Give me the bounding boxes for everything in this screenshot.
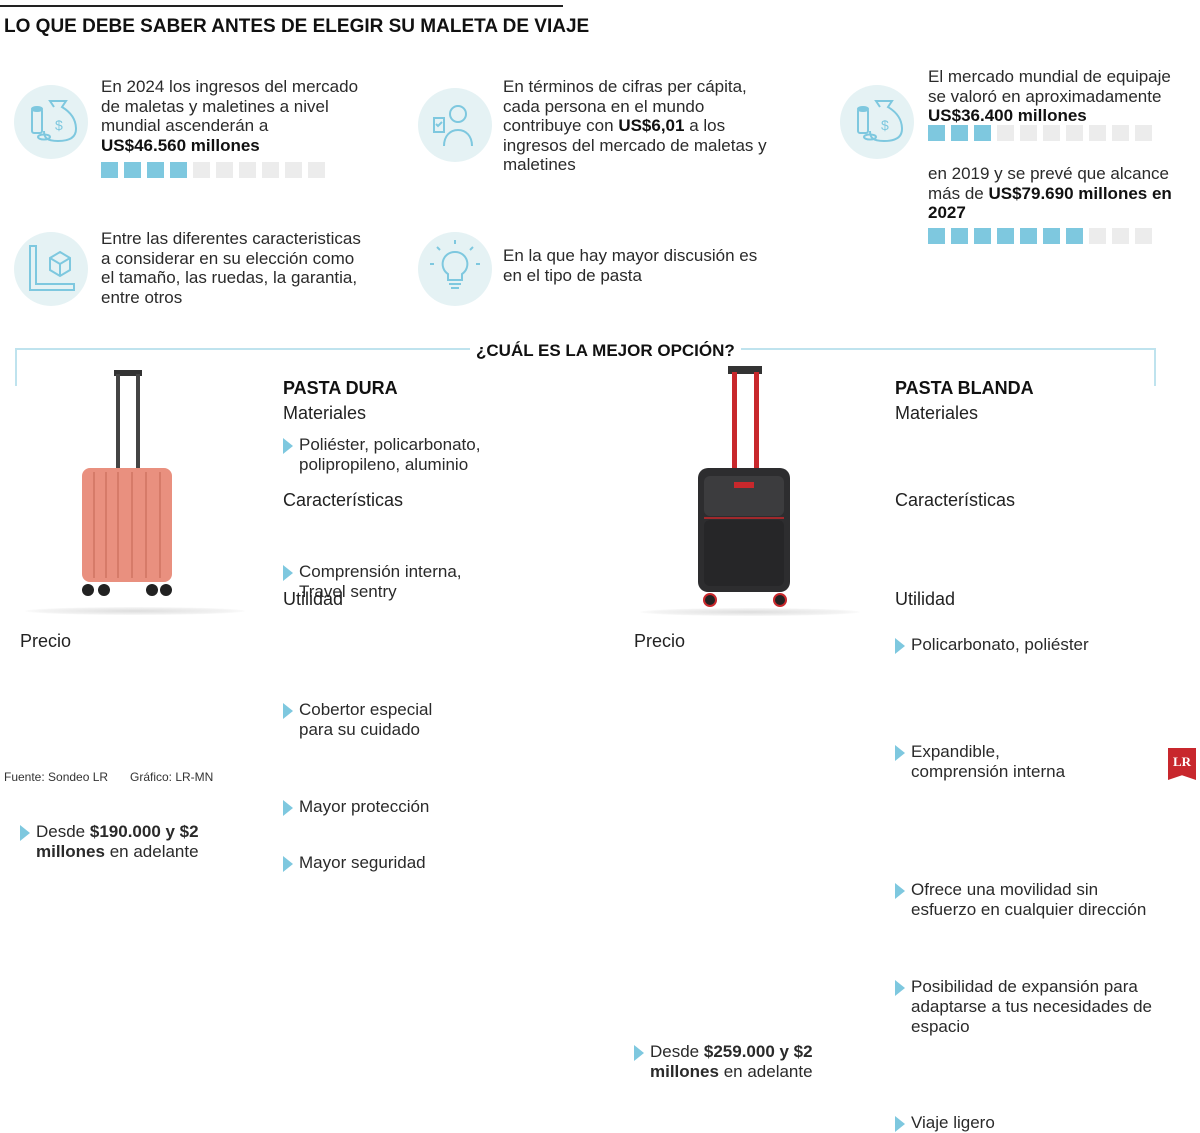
fact-characteristics: Entre las diferentes caracteristicas a c… xyxy=(101,229,361,307)
empty-square xyxy=(285,162,302,178)
hard-utility-item: Mayor protección xyxy=(283,797,483,817)
fact-text: En términos de cifras per cápita, cada p… xyxy=(503,77,747,135)
price-suffix: en adelante xyxy=(109,842,199,861)
price-suffix: en adelante xyxy=(723,1062,813,1081)
filled-square xyxy=(951,125,968,141)
shadow xyxy=(25,607,245,615)
fact-text: en 2019 y se prevé que alcance más de xyxy=(928,164,1170,203)
hard-feature-item: Comprensión interna, Travel sentry xyxy=(283,562,493,602)
hard-material-item: Poliéster, policarbonato, polipropileno,… xyxy=(283,435,503,475)
soft-utility-item: Viaje ligero xyxy=(895,1113,1095,1133)
filled-square xyxy=(974,228,991,244)
filled-square xyxy=(147,162,164,178)
money-bag-icon: $ xyxy=(14,85,88,159)
lr-logo: LR xyxy=(1168,748,1196,780)
hard-features-label: Características xyxy=(283,490,404,510)
empty-square xyxy=(216,162,233,178)
empty-square xyxy=(239,162,256,178)
empty-square xyxy=(1135,228,1152,244)
hard-title: PASTA DURA xyxy=(283,378,398,398)
progress-squares-2027 xyxy=(928,228,1152,244)
empty-square xyxy=(262,162,279,178)
soft-utility-item: Posibilidad de expansión para adaptarse … xyxy=(895,977,1155,1037)
source-credit: Fuente: Sondeo LR xyxy=(4,770,109,784)
filled-square xyxy=(1020,228,1037,244)
fact-market-2027: en 2019 y se prevé que alcance más de US… xyxy=(928,164,1193,223)
fact-discussion: En la que hay mayor discusión es en el t… xyxy=(503,246,758,285)
empty-square xyxy=(1020,125,1037,141)
shadow xyxy=(640,608,860,616)
empty-square xyxy=(1043,125,1060,141)
filled-square xyxy=(1066,228,1083,244)
title-rule xyxy=(0,5,563,7)
fact-value: US$46.560 millones xyxy=(101,135,260,155)
fact-text: El mercado mundial de equipaje se valoró… xyxy=(928,67,1171,106)
hard-materials-label: Materiales xyxy=(283,403,367,423)
empty-square xyxy=(1066,125,1083,141)
soft-suitcase-image xyxy=(698,366,790,607)
progress-squares-2019 xyxy=(928,125,1152,141)
soft-price-label: Precio xyxy=(634,631,686,651)
svg-text:$: $ xyxy=(881,117,889,133)
person-checklist-icon xyxy=(418,88,492,162)
price-prefix: Desde xyxy=(650,1042,700,1061)
filled-square xyxy=(170,162,187,178)
soft-materials-label: Materiales xyxy=(895,403,979,423)
hard-utility-item: Cobertor especial para su cuidado xyxy=(283,700,453,740)
fact-text: a los ingresos del mercado de maletas y … xyxy=(503,116,767,174)
soft-utility-item: Ofrece una movilidad sin esfuerzo en cua… xyxy=(895,880,1165,920)
soft-utility-label: Utilidad xyxy=(895,589,956,609)
empty-square xyxy=(1112,228,1129,244)
filled-square xyxy=(101,162,118,178)
empty-square xyxy=(193,162,210,178)
empty-square xyxy=(997,125,1014,141)
filled-square xyxy=(951,228,968,244)
svg-text:$: $ xyxy=(55,117,63,133)
fact-value: US$6,01 xyxy=(618,116,685,135)
hard-suitcase-image xyxy=(82,370,172,596)
hard-price-label: Precio xyxy=(20,631,72,651)
cube-ruler-icon xyxy=(14,232,88,306)
fact-value: US$79.690 millones en 2027 xyxy=(928,183,1172,223)
section-heading: ¿CUÁL ES LA MEJOR OPCIÓN? xyxy=(470,341,741,361)
soft-title: PASTA BLANDA xyxy=(895,378,1034,398)
soft-feature-item: Expandible, comprensión interna xyxy=(895,742,1095,782)
fact-text: En 2024 los ingresos del mercado de male… xyxy=(101,77,359,135)
price-prefix: Desde xyxy=(36,822,86,841)
hard-utility-item: Mayor seguridad xyxy=(283,853,483,873)
hard-utility-label: Utilidad xyxy=(283,589,344,609)
empty-square xyxy=(1135,125,1152,141)
filled-square xyxy=(124,162,141,178)
soft-material-item: Policarbonato, poliéster xyxy=(895,635,1155,655)
soft-price: Desde $259.000 y $2 millones en adelante xyxy=(634,1042,849,1082)
hard-price: Desde $190.000 y $2 millones en adelante xyxy=(20,822,245,862)
lightbulb-icon xyxy=(418,232,492,306)
soft-features-label: Características xyxy=(895,490,1016,510)
progress-squares-2024 xyxy=(101,162,325,178)
empty-square xyxy=(1112,125,1129,141)
fact-value: US$36.400 millones xyxy=(928,106,1087,125)
filled-square xyxy=(997,228,1014,244)
filled-square xyxy=(928,125,945,141)
empty-square xyxy=(1089,125,1106,141)
filled-square xyxy=(1043,228,1060,244)
empty-square xyxy=(308,162,325,178)
filled-square xyxy=(974,125,991,141)
filled-square xyxy=(928,228,945,244)
fact-revenue-2024: En 2024 los ingresos del mercado de male… xyxy=(101,77,371,155)
money-bag-icon: $ xyxy=(840,85,914,159)
empty-square xyxy=(1089,228,1106,244)
graphic-credit: Gráfico: LR-MN xyxy=(130,770,214,784)
fact-per-capita: En términos de cifras per cápita, cada p… xyxy=(503,77,773,175)
fact-market-2019: El mercado mundial de equipaje se valoró… xyxy=(928,67,1193,126)
page-title: LO QUE DEBE SABER ANTES DE ELEGIR SU MAL… xyxy=(4,16,590,37)
